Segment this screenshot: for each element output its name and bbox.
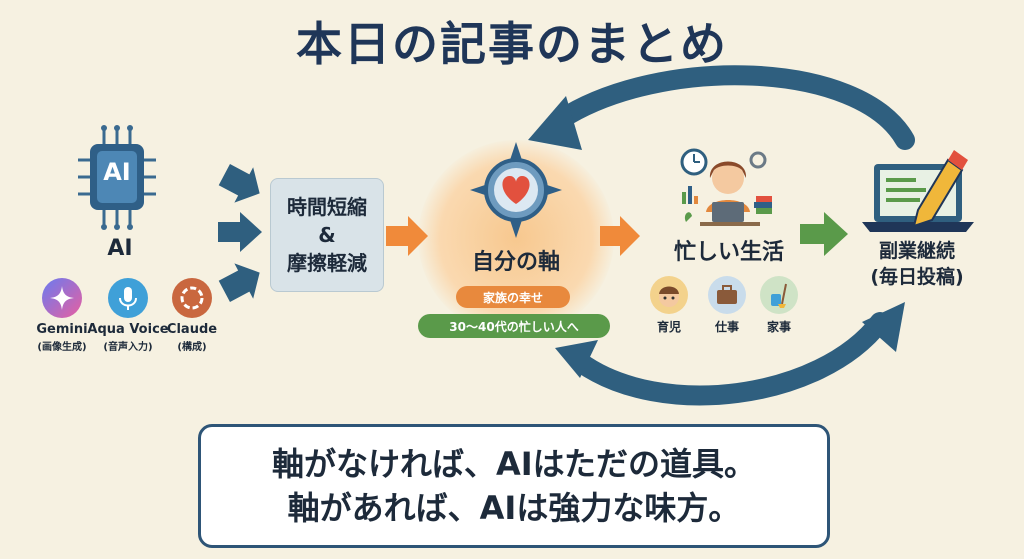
laptop-icon <box>862 150 974 232</box>
happiness-badge: 家族の幸せ <box>456 286 570 308</box>
busy-person-icon <box>680 148 772 226</box>
cleaning-icon <box>760 276 798 314</box>
green-arrow <box>800 212 848 256</box>
target-audience-badge: 30〜40代の忙しい人へ <box>418 314 610 338</box>
ai-label: AI <box>107 236 133 261</box>
child-icon <box>650 276 688 314</box>
ai-input-arrows <box>218 164 262 302</box>
message-line1: 軸がなければ、AIはただの道具。 <box>271 445 757 483</box>
feedback-arrow-top-head <box>528 96 582 150</box>
axis-label: 自分の軸 <box>471 250 560 275</box>
microphone-icon <box>108 278 148 318</box>
sub-label-work: 仕事 <box>714 320 739 334</box>
page-title: 本日の記事のまとめ <box>296 17 728 71</box>
feedback-arrow-bottom-tail <box>555 340 598 378</box>
tool-sub-gemini: (画像生成) <box>37 342 87 353</box>
sub-label-housework: 家事 <box>766 320 791 334</box>
orange-arrow-1 <box>386 216 428 256</box>
tool-sub-aqua-voice: (音声入力) <box>103 342 153 353</box>
ai-chip-icon <box>78 125 156 230</box>
claude-icon <box>172 278 212 318</box>
briefcase-icon <box>708 276 746 314</box>
time-box-line3: 摩擦軽減 <box>287 251 367 275</box>
tool-sub-claude: (構成) <box>177 342 207 353</box>
message-line2: 軸があれば、AIは強力な味方。 <box>287 489 741 527</box>
feedback-arrow-top <box>550 65 915 150</box>
orange-arrow-2 <box>600 216 640 256</box>
time-box-line1: 時間短縮 <box>287 195 367 219</box>
busy-life-label: 忙しい生活 <box>673 240 784 265</box>
summary-message-box: 軸がなければ、AIはただの道具。 軸があれば、AIは強力な味方。 <box>198 424 830 548</box>
time-reduction-box: 時間短縮 & 摩擦軽減 <box>270 178 384 292</box>
compass-heart-icon <box>470 142 562 238</box>
gemini-icon <box>42 278 82 318</box>
side-job-label: 副業継続 (毎日投稿) <box>842 238 992 290</box>
tool-name-aqua-voice: Aqua Voice <box>87 322 169 337</box>
sub-label-childcare: 育児 <box>656 320 681 334</box>
feedback-arrow-bottom-head <box>862 302 905 352</box>
feedback-arrow-bottom <box>570 312 890 406</box>
ai-chip-text: AI <box>103 158 131 186</box>
tool-name-claude: Claude <box>166 322 218 337</box>
side-job-line1: 副業継続 <box>878 240 955 262</box>
side-job-line2: (毎日投稿) <box>870 266 964 288</box>
tool-name-gemini: Gemini <box>36 322 88 337</box>
time-box-line2: & <box>318 223 336 247</box>
